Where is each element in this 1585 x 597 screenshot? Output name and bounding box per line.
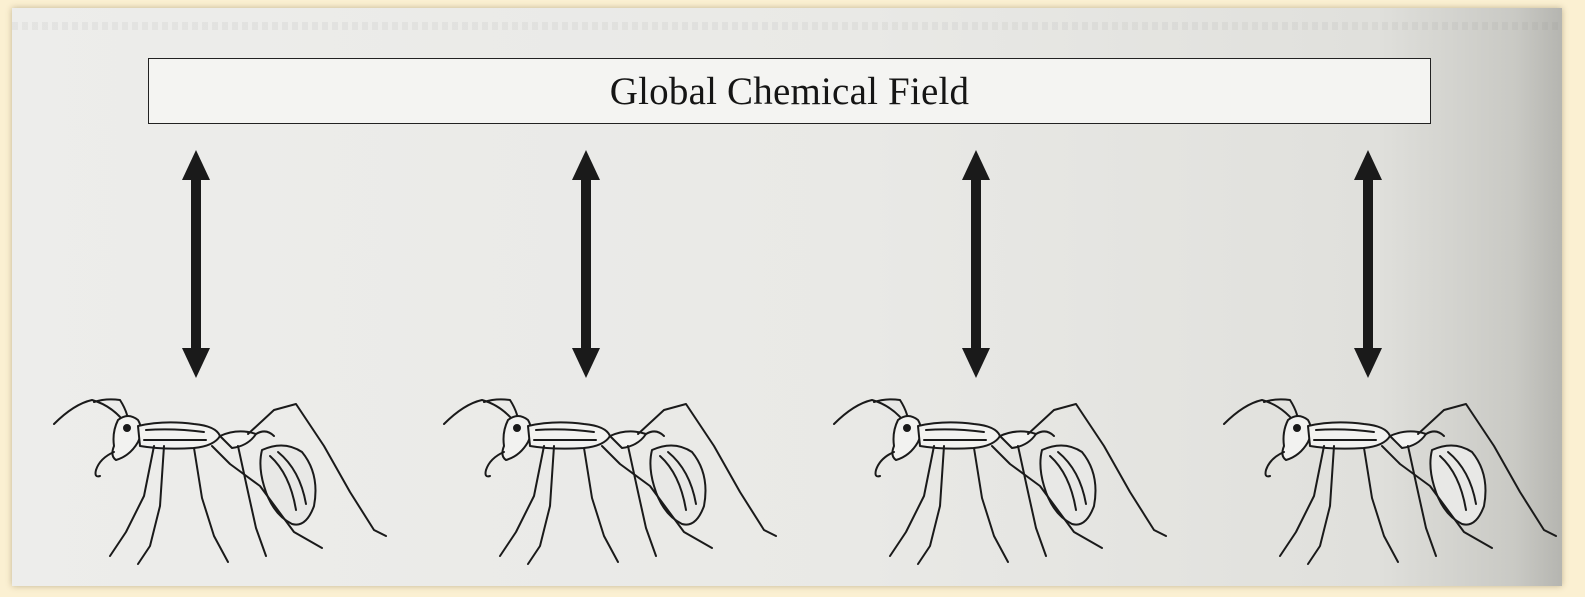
diagram-canvas (12, 8, 1562, 586)
ant-2 (419, 399, 776, 578)
arrow-1 (182, 150, 210, 378)
ant-1 (29, 399, 386, 578)
arrow-3 (962, 150, 990, 378)
book-page: Global Chemical Field (12, 8, 1562, 586)
ant-3 (809, 399, 1166, 578)
ant-4 (1199, 399, 1556, 578)
arrow-2 (572, 150, 600, 378)
arrow-4 (1354, 150, 1382, 378)
